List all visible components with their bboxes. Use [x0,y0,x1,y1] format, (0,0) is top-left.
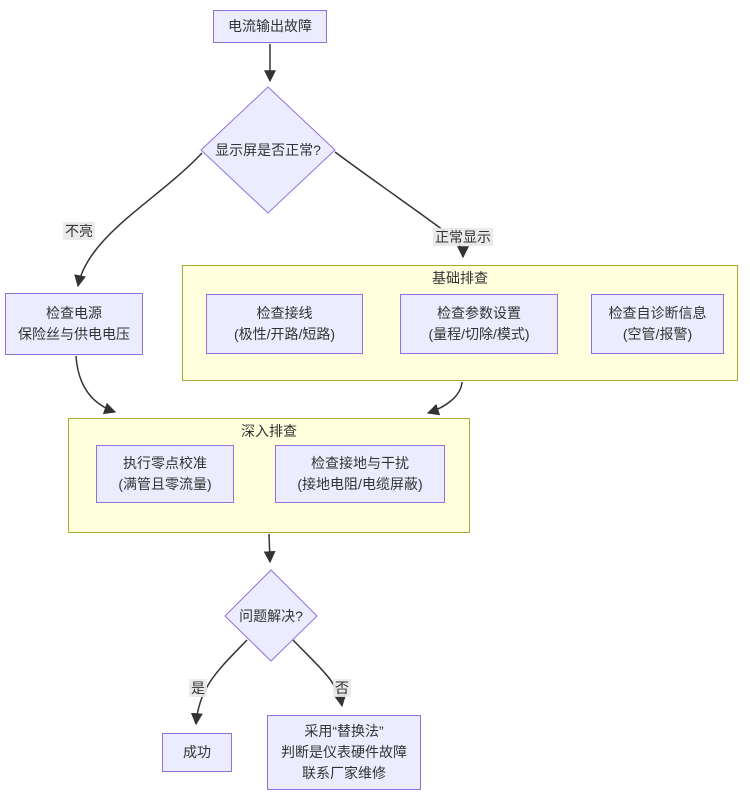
node-replace-line3: 联系厂家维修 [302,765,386,781]
cluster-basic: 基础排查 检查接线 (极性/开路/短路) 检查参数设置 (量程/切除/模式) 检… [182,265,738,381]
cluster-deep: 深入排查 执行零点校准 (满管且零流量) 检查接地与干扰 (接地电阻/电缆屏蔽) [68,418,470,533]
node-check-wiring: 检查接线 (极性/开路/短路) [206,294,363,354]
edge-label-no: 否 [333,679,351,697]
node-zero-cal: 执行零点校准 (满管且零流量) [96,445,234,503]
node-zero-cal-line2: (满管且零流量) [118,476,212,492]
node-start: 电流输出故障 [213,10,327,43]
edge-solved-no-to-replace [292,639,347,708]
node-check-wiring-line2: (极性/开路/短路) [233,326,336,342]
node-success: 成功 [162,733,232,772]
node-replace-line2: 判断是仪表硬件故障 [281,744,407,760]
node-zero-cal-line1: 执行零点校准 [123,455,207,471]
edge-check-power-to-deep-cluster [75,355,117,415]
cluster-basic-title: 基础排查 [432,270,488,286]
node-replace-line1: 采用“替换法” [304,723,384,739]
node-check-wiring-line1: 检查接线 [256,305,313,321]
display-decision-label: 显示屏是否正常? [215,142,321,158]
edge-basic-cluster-to-deep-cluster [426,381,463,416]
node-check-diag: 检查自诊断信息 (空管/报警) [591,294,724,354]
node-check-diag-line2: (空管/报警) [622,326,693,342]
node-success-label: 成功 [183,744,211,760]
node-start-label: 电流输出故障 [228,18,312,34]
node-check-power-line1: 检查电源 [46,305,102,321]
edge-display-dark-to-check-power [74,152,203,288]
solved-decision-diamond [224,569,318,662]
display-decision-diamond [200,86,336,214]
node-check-params: 检查参数设置 (量程/切除/模式) [400,294,558,354]
node-grounding-line1: 检查接地与干扰 [311,455,409,471]
node-replace: 采用“替换法” 判断是仪表硬件故障 联系厂家维修 [267,715,421,790]
edge-label-dark: 不亮 [63,222,95,240]
node-check-diag-line1: 检查自诊断信息 [608,305,707,321]
cluster-deep-title: 深入排查 [241,423,297,439]
node-check-power: 检查电源 保险丝与供电电压 [5,293,143,355]
node-check-params-line2: (量程/切除/模式) [428,326,530,342]
edge-deep-cluster-to-solved-decision [263,533,276,564]
node-check-params-line1: 检查参数设置 [437,305,521,321]
edge-label-normal: 正常显示 [433,228,493,246]
node-grounding-line2: (接地电阻/电缆屏蔽) [297,476,423,492]
solved-decision-label: 问题解决? [239,608,303,624]
node-check-power-line2: 保险丝与供电电压 [18,326,130,342]
edge-solved-yes-to-success [190,639,248,726]
node-grounding: 检查接地与干扰 (接地电阻/电缆屏蔽) [275,445,445,503]
edge-label-yes: 是 [189,679,207,697]
